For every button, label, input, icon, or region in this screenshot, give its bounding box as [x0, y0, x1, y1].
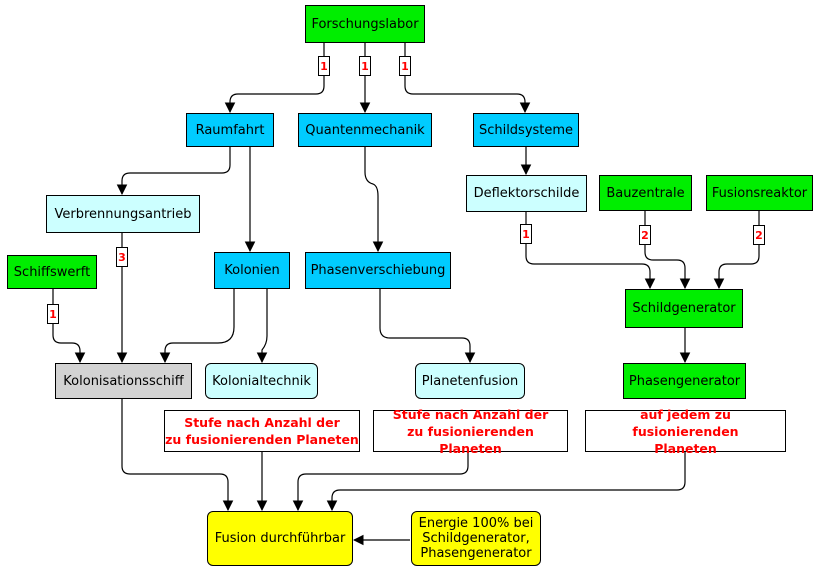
edge-raumfahrt-verbrennungsantrieb — [116, 147, 231, 196]
node-phasengenerator: Phasengenerator — [623, 363, 746, 399]
edge-deflektorschilde-schildgenerator — [525, 212, 656, 290]
note-line: zu fusionierenden Planeten — [165, 432, 359, 447]
node-energie: Energie 100% bei Schildgenerator, Phasen… — [411, 511, 541, 566]
edge-kolonien-kolonialtechnik — [256, 289, 268, 364]
note-phasengenerator: auf jedem zu fusionierenden Planeten — [585, 407, 786, 456]
edge-forschungslabor-raumfahrt — [224, 43, 325, 114]
node-fusionsreaktor: Fusionsreaktor — [706, 175, 813, 211]
note-line: auf jedem zu fusionierenden — [632, 406, 739, 439]
energie-line: Schildgenerator, — [422, 531, 530, 546]
level-badge-schildsysteme: 1 — [399, 56, 411, 76]
node-kolonisationsschiff: Kolonisationsschiff — [55, 363, 192, 399]
node-fusion-durchfuehrbar: Fusion durchführbar — [207, 511, 353, 566]
level-badge-verbrennungsantrieb: 3 — [116, 247, 128, 267]
node-quantenmechanik: Quantenmechanik — [298, 113, 432, 147]
level-badge-quantenmechanik: 1 — [359, 56, 371, 76]
node-verbrennungsantrieb: Verbrennungsantrieb — [46, 195, 200, 233]
node-deflektorschilde: Deflektorschilde — [466, 175, 587, 212]
note-kolonialtechnik: Stufe nach Anzahl der zu fusionierenden … — [164, 410, 360, 452]
level-badge-schiffswerft: 1 — [47, 304, 59, 324]
edge-forschungslabor-schildsysteme — [404, 43, 531, 114]
edge-kolonien-kolonisationsschiff — [159, 289, 235, 364]
edge-phasengenerator-fusion — [326, 452, 686, 512]
node-schiffswerft: Schiffswerft — [7, 255, 97, 289]
node-phasenverschiebung: Phasenverschiebung — [305, 252, 451, 289]
edge-kolonisationsschiff-fusion — [121, 399, 234, 512]
note-planetenfusion: Stufe nach Anzahl der zu fusionierenden … — [373, 407, 568, 456]
energie-line: Energie 100% bei — [418, 516, 534, 531]
note-line: Stufe nach Anzahl der — [184, 415, 340, 430]
level-badge-deflektorschilde: 1 — [520, 224, 532, 244]
note-line: Planeten — [654, 440, 717, 456]
edge-bauzentrale-schildgenerator — [644, 211, 691, 290]
node-raumfahrt: Raumfahrt — [186, 113, 274, 147]
node-schildgenerator: Schildgenerator — [625, 289, 743, 328]
node-bauzentrale: Bauzentrale — [599, 175, 692, 211]
edge-fusionsreaktor-schildgenerator — [713, 211, 760, 290]
node-kolonien: Kolonien — [214, 252, 290, 289]
level-badge-raumfahrt: 1 — [318, 56, 330, 76]
energie-line: Phasengenerator — [420, 546, 532, 561]
level-badge-fusionsreaktor: 2 — [753, 225, 765, 245]
node-kolonialtechnik: Kolonialtechnik — [205, 363, 318, 399]
edge-planetenfusion-fusion — [292, 452, 469, 512]
node-planetenfusion: Planetenfusion — [415, 363, 525, 399]
note-line: zu fusionierenden Planeten — [407, 423, 534, 456]
edge-phasenverschiebung-planetenfusion — [379, 289, 476, 364]
node-forschungslabor: Forschungslabor — [305, 5, 425, 43]
edge-quantenmechanik-phasenverschiebung — [364, 147, 384, 253]
note-line: Stufe nach Anzahl der — [392, 406, 549, 422]
node-schildsysteme: Schildsysteme — [473, 113, 579, 147]
level-badge-bauzentrale: 2 — [639, 225, 651, 245]
edge-schiffswerft-kolonisationsschiff — [52, 289, 86, 364]
